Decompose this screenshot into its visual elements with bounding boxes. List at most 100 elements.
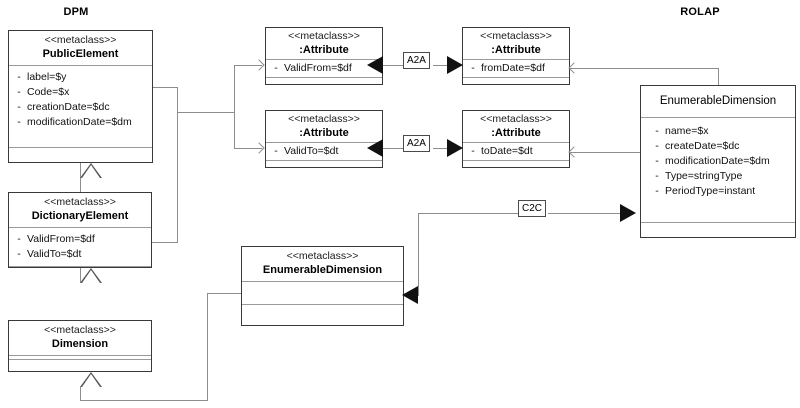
c2c-line-right xyxy=(548,213,628,214)
stereotype-label: <<metaclass>> xyxy=(480,30,552,42)
stereotype-label: <<metaclass>> xyxy=(44,196,116,208)
stereotype-label: <<metaclass>> xyxy=(44,34,117,46)
uml-class-attribute-fromdate[interactable]: <<metaclass>> :Attribute - fromDate=$df xyxy=(462,27,570,85)
generalization-route-into-enumdim xyxy=(207,293,242,294)
attribute-row: - modificationDate=$dm xyxy=(649,154,793,169)
generalization-route-vertical-right xyxy=(207,293,208,401)
attribute-visibility: - xyxy=(655,140,659,152)
link-dictionaryelement-to-branch xyxy=(152,242,178,243)
branch-vertical-left xyxy=(177,87,178,242)
open-arrowhead-todate xyxy=(568,146,580,158)
class-name-label: :Attribute xyxy=(299,127,349,139)
a2a-top-line-left xyxy=(383,65,405,66)
uml-class-public-element[interactable]: <<metaclass>> PublicElement - label=$y -… xyxy=(8,30,153,163)
uml-class-enumerable-dimension-dpm[interactable]: <<metaclass>> EnumerableDimension xyxy=(241,246,404,326)
attribute-visibility: - xyxy=(17,101,21,113)
uml-header-public-element: <<metaclass>> PublicElement xyxy=(9,31,152,66)
attribute-text: PeriodType=instant xyxy=(665,185,756,197)
open-arrowhead-validfrom xyxy=(253,59,265,71)
uml-header-enumerable-dimension-rolap: EnumerableDimension xyxy=(641,86,795,118)
open-arrowhead-validto xyxy=(253,142,265,154)
attribute-text: ValidFrom=$df xyxy=(284,62,352,74)
class-name-label: :Attribute xyxy=(491,127,541,139)
attribute-visibility: - xyxy=(17,71,21,83)
attribute-visibility: - xyxy=(17,116,21,128)
uml-operations-attribute-todate xyxy=(463,161,569,170)
stereotype-label: <<metaclass>> xyxy=(480,113,552,125)
stereotype-label: <<metaclass>> xyxy=(286,250,359,262)
attribute-text: creationDate=$dc xyxy=(27,101,110,113)
uml-class-attribute-todate[interactable]: <<metaclass>> :Attribute - toDate=$dt xyxy=(462,110,570,168)
attribute-row: - ValidTo=$dt xyxy=(11,247,149,262)
attribute-row: - ValidFrom=$df xyxy=(268,61,380,76)
attribute-visibility: - xyxy=(655,170,659,182)
uml-attributes-public-element: - label=$y - Code=$x - creationDate=$dc … xyxy=(9,66,152,148)
uml-class-attribute-validto[interactable]: <<metaclass>> :Attribute - ValidTo=$dt xyxy=(265,110,383,168)
a2a-bottom-arrowhead-left xyxy=(367,139,383,157)
uml-class-attribute-validfrom[interactable]: <<metaclass>> :Attribute - ValidFrom=$df xyxy=(265,27,383,85)
uml-attributes-enumerable-dimension-dpm xyxy=(242,282,403,305)
attribute-visibility: - xyxy=(471,62,475,74)
uml-attributes-attribute-todate: - toDate=$dt xyxy=(463,143,569,161)
stereotype-label: <<metaclass>> xyxy=(44,324,116,336)
uml-header-dimension: <<metaclass>> Dimension xyxy=(9,321,151,356)
edge-label-a2a-top[interactable]: A2A xyxy=(403,52,430,69)
uml-operations-attribute-validto xyxy=(266,161,382,170)
open-arrowhead-fromdate xyxy=(568,62,580,74)
stereotype-label: <<metaclass>> xyxy=(288,113,360,125)
attribute-text: ValidFrom=$df xyxy=(27,233,95,245)
uml-operations-public-element xyxy=(9,148,152,162)
uml-attributes-dictionary-element: - ValidFrom=$df - ValidTo=$dt xyxy=(9,228,151,267)
attribute-visibility: - xyxy=(17,86,21,98)
uml-attributes-attribute-fromdate: - fromDate=$df xyxy=(463,60,569,78)
attribute-text: fromDate=$df xyxy=(481,62,545,74)
a2a-top-arrowhead-right xyxy=(447,56,463,74)
attribute-text: toDate=$dt xyxy=(481,145,533,157)
attribute-visibility: - xyxy=(17,233,21,245)
a2a-bottom-line-left xyxy=(383,148,405,149)
attribute-row: - ValidTo=$dt xyxy=(268,144,380,159)
uml-operations-enumerable-dimension-dpm xyxy=(242,305,403,325)
edge-label-a2a-bottom[interactable]: A2A xyxy=(403,135,430,152)
attribute-text: createDate=$dc xyxy=(665,140,740,152)
attribute-row: - name=$x xyxy=(649,124,793,139)
link-into-attribute-validto xyxy=(234,148,262,149)
class-name-label: :Attribute xyxy=(491,44,541,56)
c2c-arrowhead-dpm xyxy=(402,286,418,304)
attribute-visibility: - xyxy=(274,145,278,157)
attribute-text: Code=$x xyxy=(27,86,70,98)
attribute-text: name=$x xyxy=(665,125,709,137)
attribute-row: - PeriodType=instant xyxy=(649,184,793,199)
attribute-visibility: - xyxy=(655,185,659,197)
uml-attributes-attribute-validto: - ValidTo=$dt xyxy=(266,143,382,161)
class-name-label: :Attribute xyxy=(299,44,349,56)
attribute-text: modificationDate=$dm xyxy=(27,116,132,128)
attribute-visibility: - xyxy=(471,145,475,157)
uml-operations-attribute-validfrom xyxy=(266,78,382,87)
link-into-attribute-validfrom xyxy=(234,65,262,66)
link-rolap-enumdim-to-fromdate xyxy=(570,68,719,69)
uml-class-dictionary-element[interactable]: <<metaclass>> DictionaryElement - ValidF… xyxy=(8,192,152,268)
uml-attributes-attribute-validfrom: - ValidFrom=$df xyxy=(266,60,382,78)
c2c-line-stub xyxy=(418,295,419,296)
uml-class-enumerable-dimension-rolap[interactable]: EnumerableDimension - name=$x - createDa… xyxy=(640,85,796,238)
attribute-row: - createDate=$dc xyxy=(649,139,793,154)
generalization-triangle-dimension xyxy=(80,372,102,387)
uml-class-dimension[interactable]: <<metaclass>> Dimension xyxy=(8,320,152,372)
attribute-visibility: - xyxy=(655,155,659,167)
edge-label-c2c[interactable]: C2C xyxy=(518,200,547,217)
attribute-row: - Code=$x xyxy=(11,85,150,100)
class-name-label: EnumerableDimension xyxy=(659,95,777,107)
uml-operations-enumerable-dimension-rolap xyxy=(641,223,795,237)
link-publicelement-to-branch xyxy=(153,87,178,88)
attribute-text: modificationDate=$dm xyxy=(665,155,770,167)
generalization-triangle-publicelement xyxy=(80,163,102,178)
c2c-arrowhead-rolap xyxy=(620,204,636,222)
attribute-row: - modificationDate=$dm xyxy=(11,115,150,130)
uml-header-attribute-validfrom: <<metaclass>> :Attribute xyxy=(266,28,382,60)
attribute-visibility: - xyxy=(274,62,278,74)
class-name-label: Dimension xyxy=(51,338,109,350)
attribute-text: ValidTo=$dt xyxy=(27,248,82,260)
attribute-text: ValidTo=$dt xyxy=(284,145,339,157)
class-name-label: EnumerableDimension xyxy=(262,264,383,276)
